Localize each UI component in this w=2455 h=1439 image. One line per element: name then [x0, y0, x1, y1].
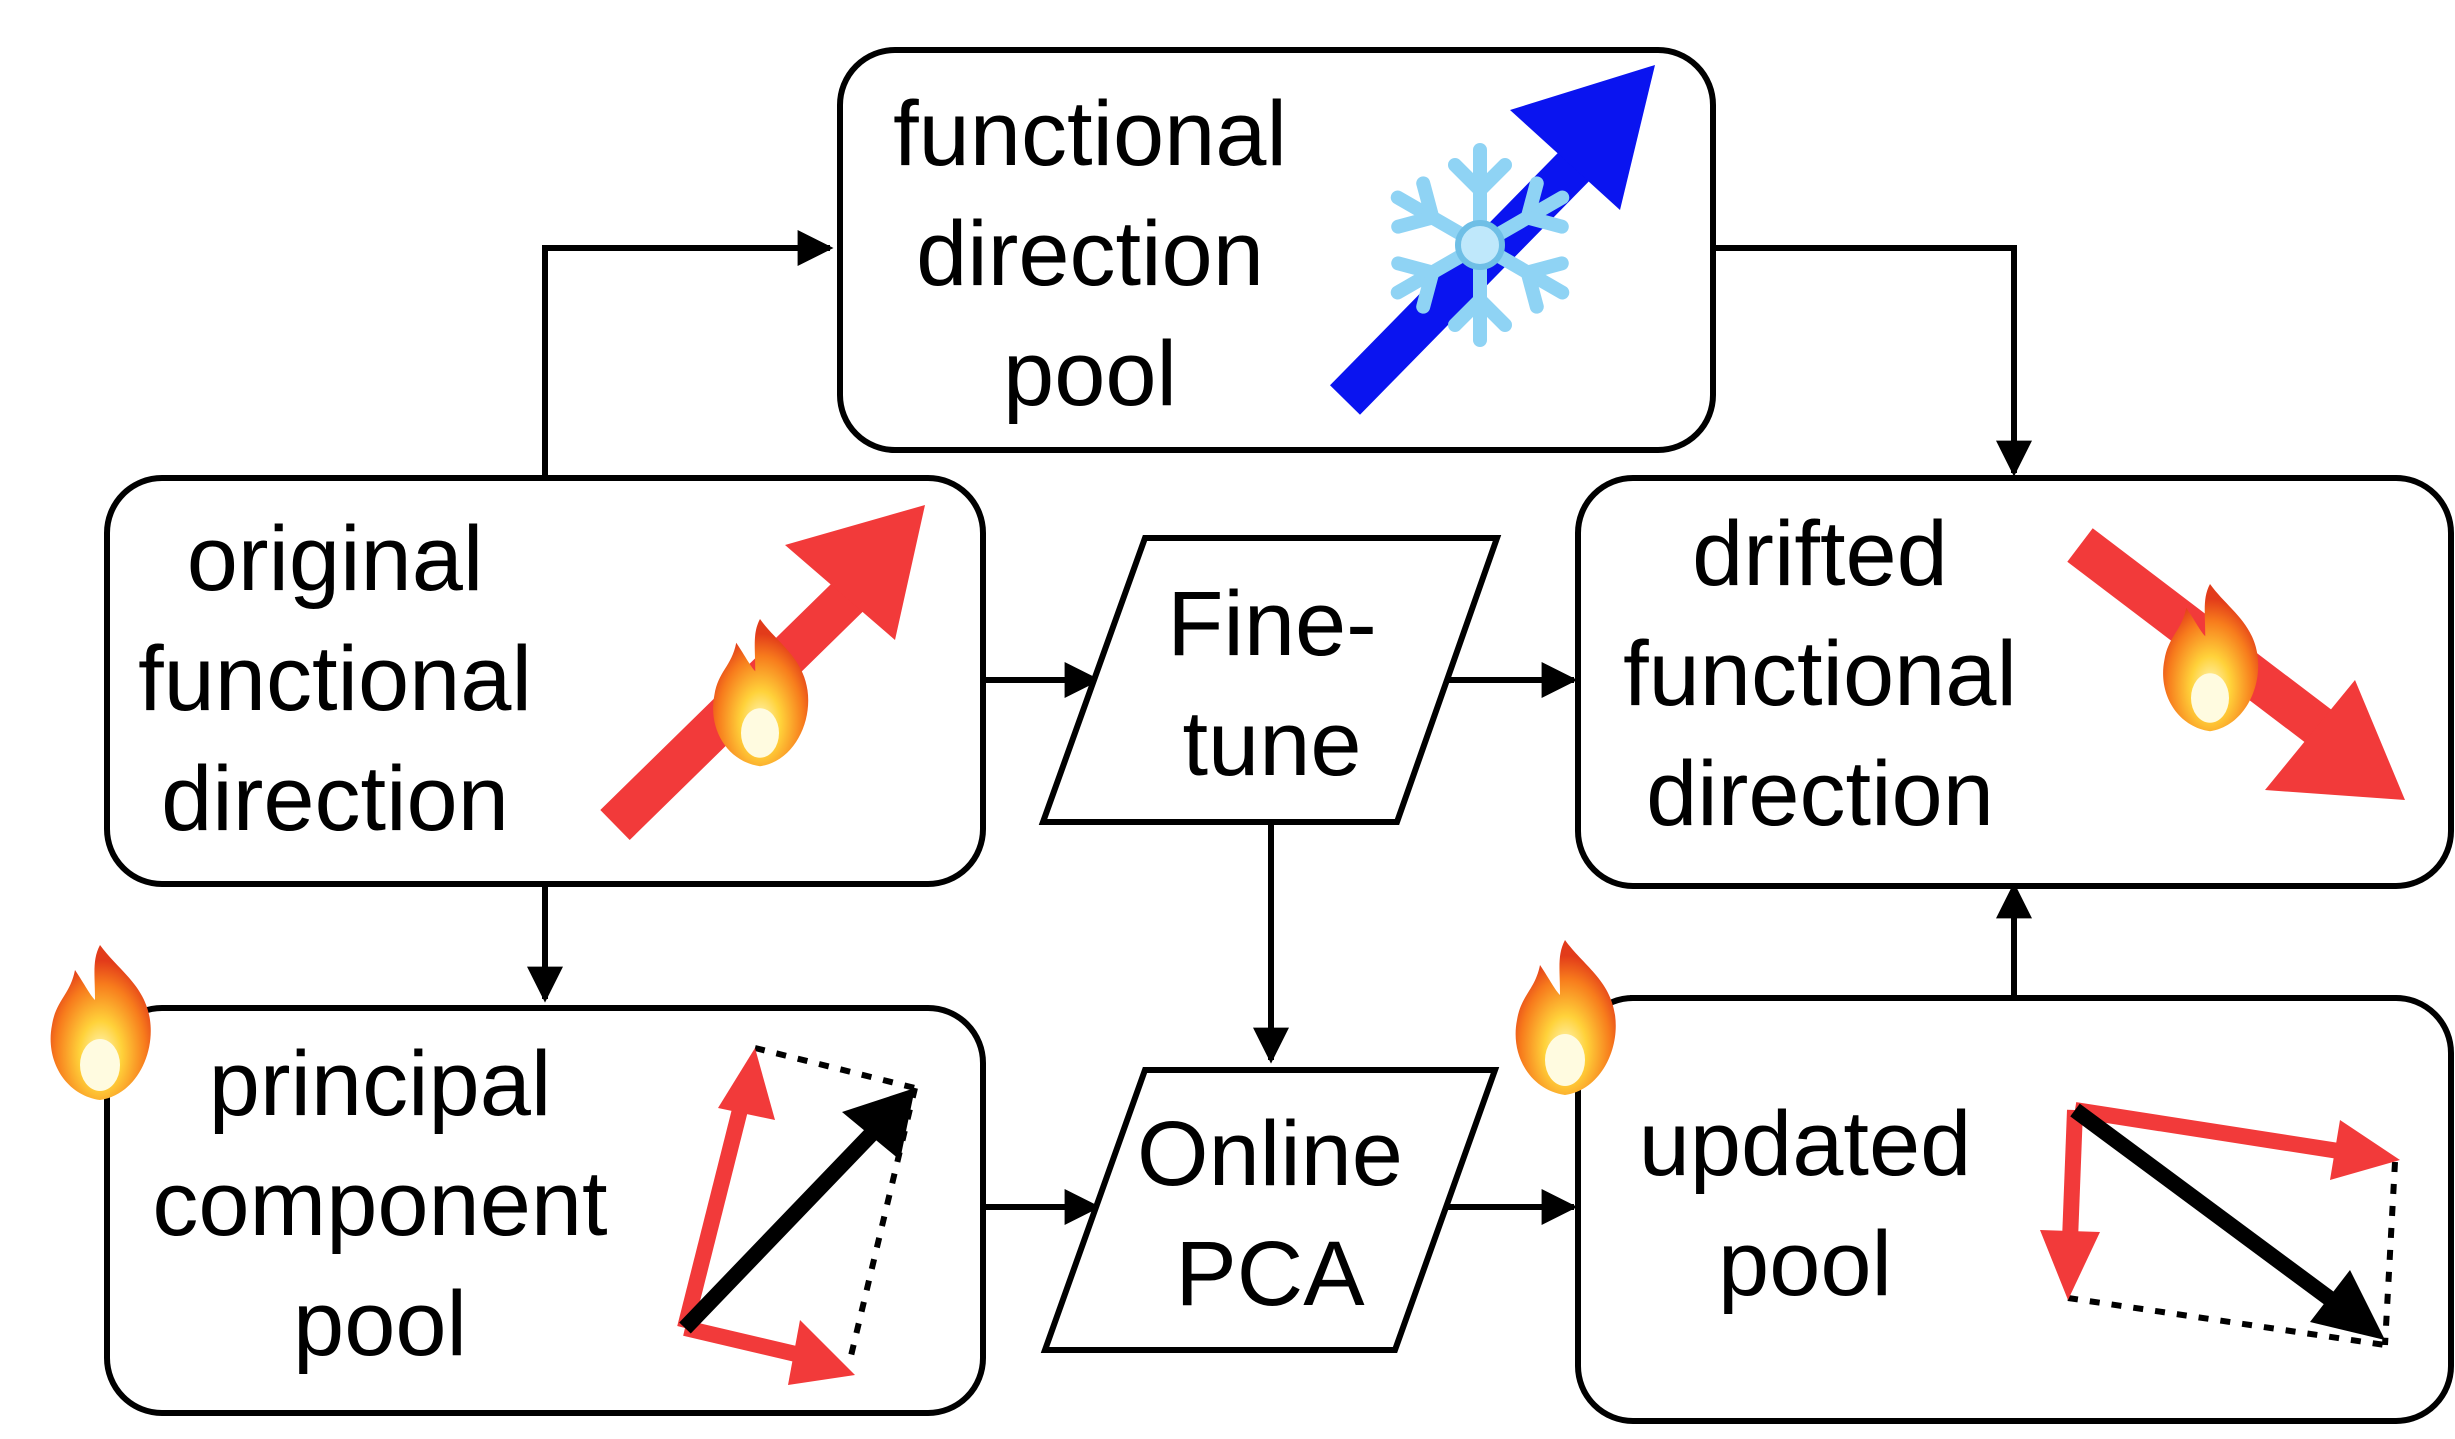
node-original-functional-direction: original functional direction — [104, 475, 986, 887]
node-label-line: functional — [138, 628, 532, 730]
node-label-line: pool — [1718, 1213, 1892, 1315]
node-updated-pool: updated pool — [1515, 940, 2454, 1424]
principal-components-icon — [677, 1045, 918, 1385]
node-online-pca: Online PCA — [1040, 1067, 1500, 1353]
node-label-line: tune — [1182, 693, 1361, 795]
node-principal-component-pool: principal component pool — [50, 945, 986, 1416]
node-label-line: drifted — [1692, 503, 1948, 605]
connector-original-to-pool — [542, 230, 834, 478]
node-label-line: functional — [893, 83, 1287, 185]
node-label-line: pool — [293, 1273, 467, 1375]
fire-icon — [50, 945, 151, 1100]
node-label-line: PCA — [1175, 1223, 1365, 1325]
node-label-line: direction — [161, 748, 509, 850]
node-label-line: component — [152, 1153, 607, 1255]
node-label-line: updated — [1639, 1093, 1972, 1195]
updated-components-icon — [2040, 1102, 2400, 1348]
frozen-direction-arrow-icon — [1330, 65, 1655, 415]
node-drifted-functional-direction: drifted functional direction — [1575, 475, 2454, 889]
node-label-line: Online — [1137, 1103, 1403, 1205]
node-label-line: original — [187, 508, 484, 610]
node-label-line: direction — [916, 203, 1264, 305]
node-fine-tune: Fine- tune — [1038, 535, 1502, 825]
connectors — [527, 230, 2032, 1225]
node-label-line: pool — [1003, 323, 1177, 425]
connector-pool-to-drifted — [1713, 245, 2032, 477]
node-label-line: Fine- — [1167, 573, 1377, 675]
node-label-line: direction — [1646, 743, 1994, 845]
node-functional-direction-pool: functional direction pool — [837, 47, 1716, 453]
fire-icon — [1515, 940, 1616, 1095]
snowflake-icon — [1385, 143, 1575, 340]
node-label-line: functional — [1623, 623, 2017, 725]
node-label-line: principal — [209, 1033, 552, 1135]
